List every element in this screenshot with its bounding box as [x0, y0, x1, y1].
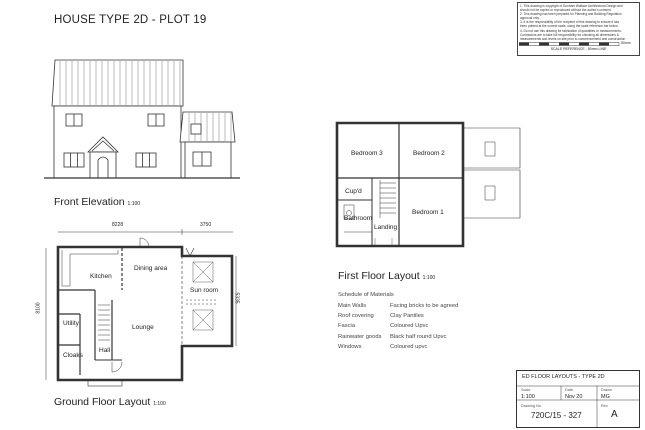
title-block-title: ED FLOOR LAYOUTS - TYPE 2D — [522, 374, 605, 380]
room-sunroom: Sun room — [190, 287, 219, 294]
title-block: ED FLOOR LAYOUTS - TYPE 2D Scale 1:100 D… — [516, 370, 640, 428]
room-bedroom2: Bedroom 2 — [413, 150, 445, 157]
scale-label: Scale — [521, 388, 531, 392]
note-line: should not be copied or reproduced witho… — [520, 8, 612, 13]
note-line: Contractors are to take full responsibil… — [520, 32, 619, 37]
note-line: been printed at the correct scale, using… — [520, 24, 619, 29]
room-utility: Utility — [63, 320, 79, 327]
ground-floor-caption: Ground Floor Layout 1:100 — [54, 396, 166, 408]
scale-value: 1:100 — [521, 394, 535, 400]
room-bedroom1: Bedroom 1 — [412, 209, 444, 216]
drawn-label: Drawn — [601, 388, 612, 392]
materials-heading: Schedule of Materials — [338, 292, 394, 298]
room-kitchen: Kitchen — [90, 273, 112, 280]
room-landing: Landing — [374, 224, 398, 231]
room-cloaks: Cloaks — [63, 352, 83, 359]
first-floor-plan — [335, 121, 521, 248]
note-line: 2. This drawing has been prepared for Pl… — [520, 12, 622, 17]
room-hall: Hall — [99, 347, 111, 354]
note-line: 3. It is the responsibility of the recip… — [520, 20, 620, 25]
room-lounge: Lounge — [132, 324, 154, 331]
dimension-sunroom-depth: 5335 — [233, 292, 240, 304]
scale-bar — [519, 42, 620, 46]
room-bedroom3: Bedroom 3 — [351, 150, 383, 157]
first-floor-caption: First Floor Layout 1:100 — [338, 270, 436, 282]
drawn-value: MG — [601, 394, 610, 400]
notes-panel: 1. This drawing is copyright of Dunham W… — [517, 2, 640, 56]
note-line: measurements and levels on site prior to… — [520, 36, 626, 41]
dimension-ground-depth: 8100 — [35, 302, 42, 314]
dimension-sunroom-width: 3750 — [200, 222, 212, 228]
date-value: Nov 20 — [565, 394, 583, 400]
date-label: Date — [565, 388, 574, 392]
drawing-no-value: 720C/15 - 327 — [531, 411, 582, 420]
room-bathroom: Bathroom — [344, 215, 373, 222]
rev-value: A — [611, 409, 618, 420]
drawing-title: HOUSE TYPE 2D - PLOT 19 — [54, 14, 207, 26]
front-elevation — [44, 59, 240, 179]
note-line: 4. Do not use this drawing for fabricati… — [520, 28, 622, 33]
room-cupd: Cup'd — [345, 188, 362, 195]
front-elevation-caption: Front Elevation 1:100 — [54, 196, 141, 208]
title-block-grid — [517, 385, 639, 427]
room-dining: Dining area — [134, 265, 168, 272]
notes-text: 1. This drawing is copyright of Dunham W… — [520, 4, 638, 41]
note-line: approval only. — [520, 16, 540, 21]
drawing-no-label: Drawing No. — [521, 404, 542, 408]
note-line: 1. This drawing is copyright of Dunham W… — [520, 4, 623, 8]
scale-reference-label: SCALE REFERENCE - 50mm LINE — [550, 47, 607, 51]
rev-label: Rev — [601, 404, 608, 408]
scale-end-label: 50mm — [621, 41, 631, 45]
dimension-ground-width: 8228 — [112, 222, 124, 228]
ground-floor-plan — [45, 229, 237, 387]
